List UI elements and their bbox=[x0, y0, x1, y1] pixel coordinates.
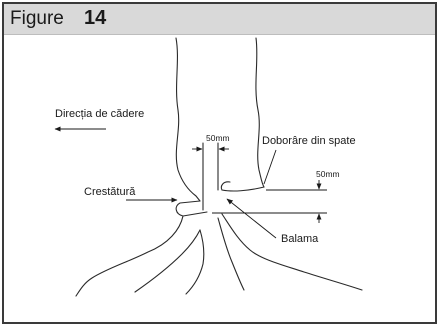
notch-cut bbox=[175, 200, 208, 217]
dimension-horizontal-label: 50mm bbox=[206, 133, 230, 143]
figure-header: Figure 14 bbox=[4, 4, 435, 35]
label-fall-direction: Direcția de cădere bbox=[55, 108, 144, 120]
figure-number: 14 bbox=[84, 7, 107, 29]
figure-frame: Figure 14 bbox=[2, 2, 437, 324]
trunk-right-edge bbox=[255, 37, 265, 188]
dimension-vertical-label: 50mm bbox=[316, 169, 340, 179]
figure-title: Figure bbox=[10, 8, 64, 29]
trunk-left-edge bbox=[175, 37, 201, 202]
root-right bbox=[221, 213, 363, 291]
label-back-cut: Doborâre din spate bbox=[262, 135, 356, 147]
label-notch: Crestătură bbox=[84, 186, 136, 198]
label-hinge: Balama bbox=[281, 233, 319, 245]
back-cut-line bbox=[221, 186, 265, 192]
root-left bbox=[75, 215, 184, 297]
